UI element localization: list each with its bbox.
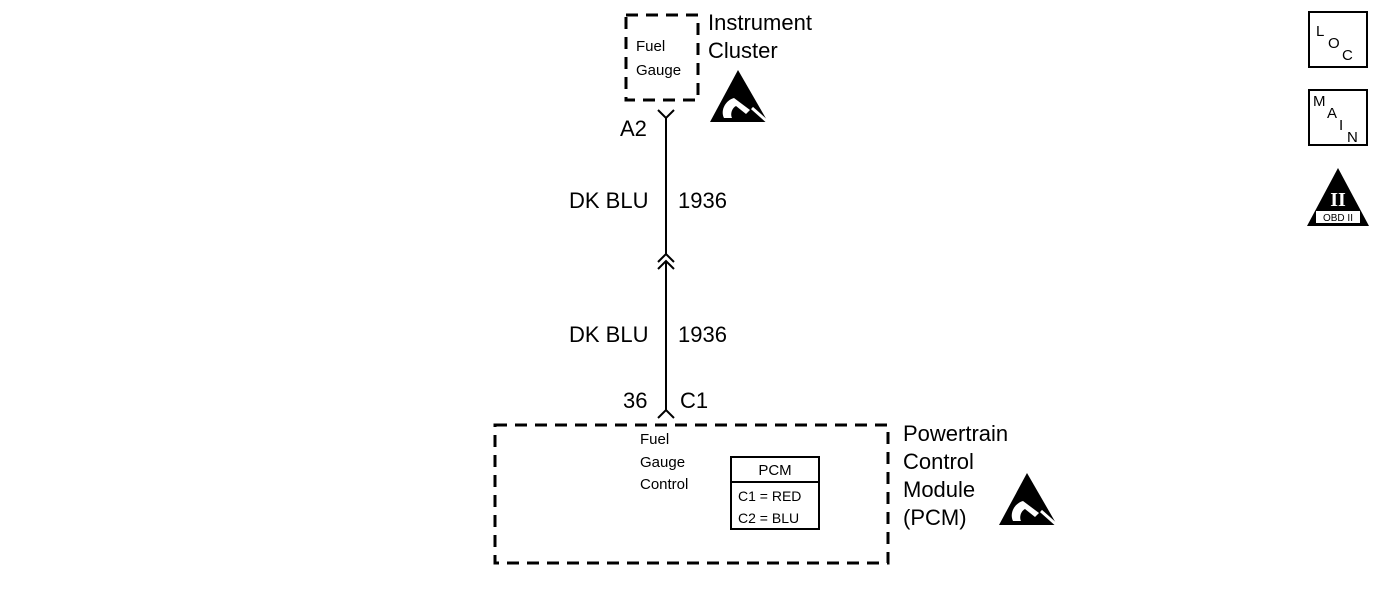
pcm-pin-number: 36: [623, 388, 647, 413]
pcm-name-line3: Module: [903, 477, 975, 502]
wire-circuit-upper: 1936: [678, 188, 727, 213]
svg-text:II: II: [1330, 189, 1346, 211]
pcm-name-line4: (PCM): [903, 505, 967, 530]
instrument-cluster-box: [624, 13, 700, 102]
fuel-gauge-label-line1: Fuel: [636, 38, 665, 55]
pcm-component-line1: Fuel: [640, 431, 669, 448]
instrument-cluster-name-line2: Cluster: [708, 38, 778, 63]
fuel-gauge-label-line2: Gauge: [636, 62, 681, 79]
connector-a2-pin: A2: [620, 116, 647, 141]
pcm-legend-title: PCM: [758, 462, 791, 479]
esd-sensitive-icon: [710, 70, 771, 126]
pcm-legend-c2: C2 = BLU: [738, 510, 799, 526]
esd-sensitive-icon: [999, 473, 1060, 529]
instrument-cluster-name-line1: Instrument: [708, 10, 812, 35]
main-icon[interactable]: M A I N: [1308, 89, 1368, 146]
svg-text:O: O: [1328, 35, 1340, 52]
pcm-legend-c1: C1 = RED: [738, 488, 801, 504]
wire-color-lower: DK BLU: [569, 322, 648, 347]
pcm-name-line1: Powertrain: [903, 421, 1008, 446]
svg-text:I: I: [1339, 117, 1343, 134]
connector-a2-symbol: [657, 109, 675, 120]
pcm-connector-id: C1: [680, 388, 708, 413]
pcm-component-line2: Gauge: [640, 454, 685, 471]
pcm-box: [493, 423, 890, 565]
svg-text:N: N: [1347, 129, 1358, 146]
wire-color-upper: DK BLU: [569, 188, 648, 213]
pcm-connector-legend: PCM C1 = RED C2 = BLU: [730, 456, 820, 530]
svg-text:C: C: [1342, 47, 1353, 64]
svg-text:L: L: [1316, 23, 1324, 40]
pcm-component-line3: Control: [640, 476, 688, 493]
svg-text:A: A: [1327, 105, 1337, 122]
pcm-name-line2: Control: [903, 449, 974, 474]
svg-text:OBD II: OBD II: [1323, 213, 1353, 224]
loc-icon[interactable]: L O C: [1308, 11, 1368, 68]
svg-text:M: M: [1313, 93, 1326, 110]
connector-c1-symbol: [657, 408, 675, 419]
obd-ii-icon[interactable]: II OBD II: [1307, 168, 1369, 226]
wire-circuit-lower: 1936: [678, 322, 727, 347]
